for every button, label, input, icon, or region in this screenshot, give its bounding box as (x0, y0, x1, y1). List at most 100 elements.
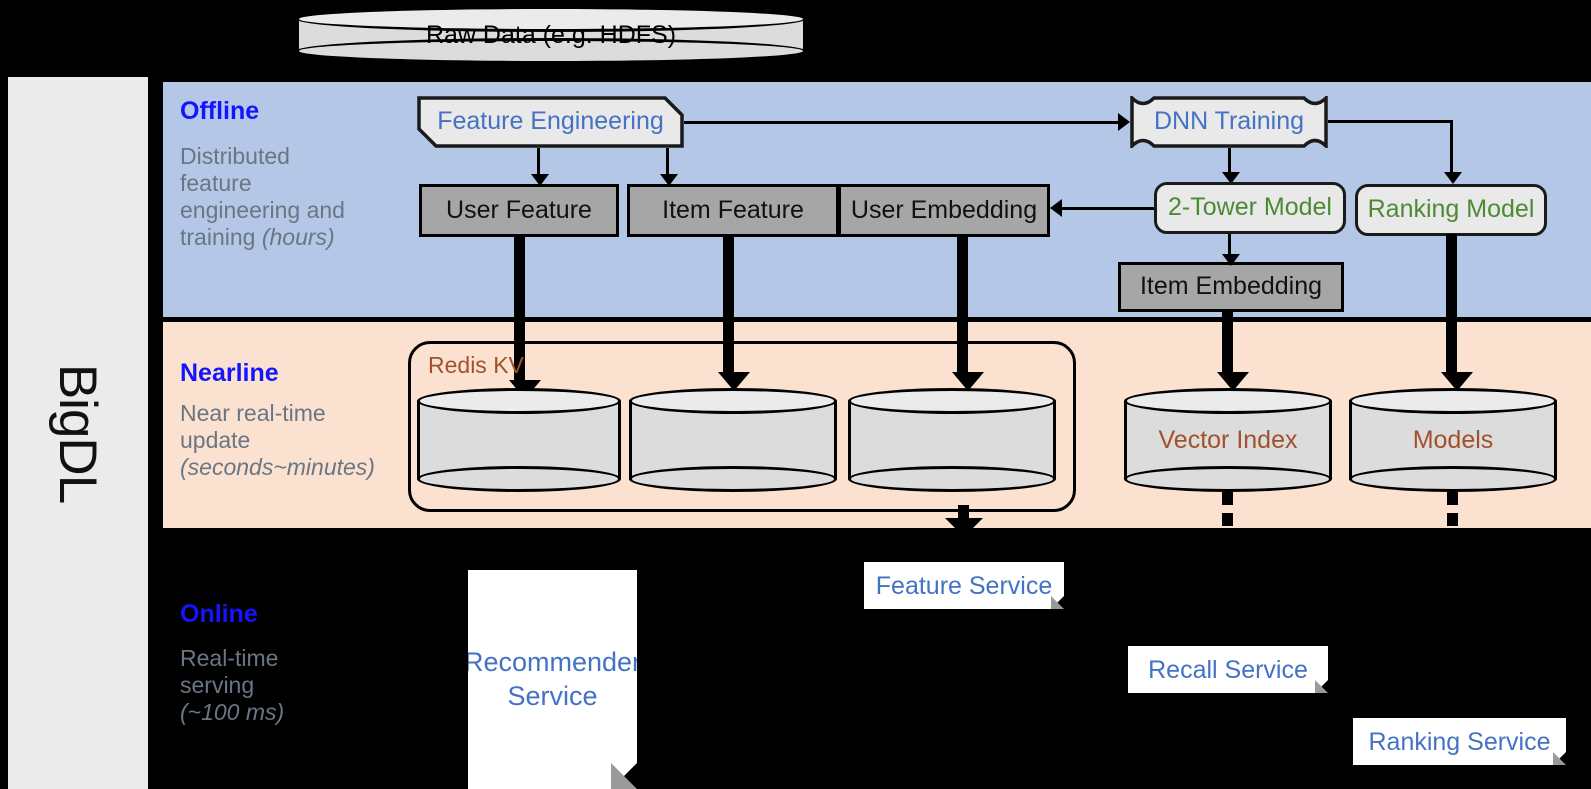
raw-data-cylinder: Raw Data (e.g. HDFS) (296, 6, 806, 64)
pipe-head-itemfeature-kv (718, 372, 750, 391)
arrowhead-redis-featureservice (945, 518, 983, 537)
redis-kv-container (408, 341, 1076, 512)
vector-index-cylinder: Vector Index (1124, 388, 1332, 492)
cylinder-top (296, 6, 806, 32)
ranking-service-label: Ranking Service (1368, 727, 1551, 756)
nearline-title: Nearline (180, 359, 279, 387)
offline-desc-italic: (hours) (261, 223, 335, 250)
item-embedding-node[interactable]: Item Embedding (1118, 262, 1344, 312)
cylinder-bottom (1349, 466, 1557, 492)
connector-dnn-ranking-v (1450, 120, 1453, 174)
cylinder-top (1349, 388, 1557, 414)
cylinder-top (629, 388, 837, 414)
offline-desc-line-1: Distributed (180, 143, 290, 169)
connector-dnn-twotower (1228, 148, 1231, 174)
pipe-head-rankingmodel-models (1441, 372, 1473, 391)
user-feature-label: User Feature (446, 195, 592, 224)
online-desc-line-1: Real-time (180, 645, 279, 671)
two-tower-model-label: 2-Tower Model (1168, 193, 1332, 222)
cylinder-bottom (417, 466, 621, 492)
kv-store-2 (629, 388, 837, 492)
connector-fe-itemfeature (666, 148, 669, 176)
offline-desc-line-2: feature (180, 169, 252, 196)
cylinder-top (848, 388, 1056, 414)
kv-store-1-label (417, 388, 621, 492)
dnn-training-label: DNN Training (1153, 107, 1305, 136)
online-desc-italic: (~100 ms) (180, 698, 285, 725)
pipe-rankingmodel-models (1446, 234, 1457, 378)
cylinder-top (1124, 388, 1332, 414)
item-feature-node[interactable]: Item Feature (627, 184, 839, 237)
cylinder-top (417, 388, 621, 414)
arrowhead-rawdata-fe (532, 62, 570, 81)
item-feature-label: Item Feature (662, 195, 804, 224)
kv-store-2-label (629, 388, 837, 492)
nearline-desc-italic: (seconds~minutes) (180, 453, 375, 480)
bigdl-rail: BigDL (8, 77, 148, 789)
pipe-head-userembedding-kv (952, 372, 984, 391)
arrowhead-dnn-ranking (1444, 172, 1462, 184)
dnn-training-shape (1130, 96, 1328, 148)
vector-index-label: Vector Index (1158, 425, 1298, 454)
connector-dot-featureservice-1 (958, 505, 969, 518)
connector-dot-recall-1 (1222, 492, 1233, 505)
kv-store-1 (417, 388, 621, 492)
arrowhead-twotower-itemembedding (1222, 254, 1240, 266)
offline-desc-line-3: engineering and (180, 196, 345, 223)
pipe-itemfeature-kv (723, 236, 734, 378)
user-embedding-label: User Embedding (850, 195, 1038, 224)
arrowhead-twotower-userembedding (1050, 199, 1062, 217)
pipe-userembedding-kv (957, 236, 968, 378)
models-label: Models (1412, 425, 1494, 454)
recommender-service-label: Recommender Service (463, 646, 642, 711)
cylinder-bottom (848, 466, 1056, 492)
pipe-userfeature-kv (514, 236, 525, 386)
dnn-training-node[interactable]: DNN Training (1130, 96, 1328, 148)
connector-twotower-itemembedding (1228, 234, 1231, 256)
arrowhead-dnn-twotower (1222, 172, 1240, 184)
cylinder-bottom (629, 466, 837, 492)
arrowhead-fe-dnn (1118, 113, 1130, 131)
item-embedding-label: Item Embedding (1139, 272, 1323, 301)
nearline-desc-line-1: Near real-time (180, 400, 326, 426)
ranking-model-label: Ranking Model (1367, 195, 1535, 224)
online-desc: Real-time serving (~100 ms) (180, 645, 395, 726)
kv-store-3 (848, 388, 1056, 492)
arrowhead-fe-userfeature (531, 174, 549, 186)
recall-service-node[interactable]: Recall Service (1128, 646, 1328, 693)
cylinder-bottom (1124, 466, 1332, 492)
raw-data-label: Raw Data (e.g. HDFS) (425, 20, 677, 49)
connector-dnn-ranking-h (1328, 120, 1453, 123)
connector-fe-userfeature (537, 148, 540, 176)
pipe-itemembedding-vectorindex (1222, 311, 1233, 378)
ranking-service-node[interactable]: Ranking Service (1353, 718, 1566, 765)
nearline-desc-line-2: update (180, 426, 251, 453)
connector-fe-dnn (684, 121, 1118, 124)
feature-engineering-label: Feature Engineering (437, 107, 664, 136)
online-title: Online (180, 600, 258, 628)
connector-dot-recall-2 (1222, 513, 1233, 526)
user-embedding-node[interactable]: User Embedding (838, 184, 1050, 237)
connector-twotower-userembedding (1062, 207, 1154, 210)
two-tower-model-node[interactable]: 2-Tower Model (1154, 182, 1346, 234)
ranking-model-node[interactable]: Ranking Model (1355, 184, 1547, 236)
online-desc-line-2: serving (180, 671, 255, 698)
user-feature-node[interactable]: User Feature (419, 184, 619, 237)
recall-service-label: Recall Service (1148, 655, 1308, 684)
offline-title: Offline (180, 97, 260, 125)
connector-dot-ranking-2 (1447, 513, 1458, 526)
recommender-service-node[interactable]: Recommender Service (468, 570, 637, 789)
connector-dot-ranking-1 (1447, 492, 1458, 505)
nearline-desc: Near real-time update (seconds~minutes) (180, 400, 410, 481)
feature-service-label: Feature Service (875, 571, 1053, 600)
feature-engineering-shape (417, 96, 684, 148)
arrowhead-fe-itemfeature (660, 174, 678, 186)
offline-desc-line-4: training (180, 223, 262, 250)
models-cylinder: Models (1349, 388, 1557, 492)
bigdl-label: BigDL (48, 363, 108, 503)
redis-kv-label: Redis KV (428, 352, 524, 378)
pipe-head-itemembedding-vectorindex (1217, 372, 1249, 391)
feature-engineering-node[interactable]: Feature Engineering (417, 96, 684, 148)
feature-service-node[interactable]: Feature Service (864, 562, 1064, 609)
